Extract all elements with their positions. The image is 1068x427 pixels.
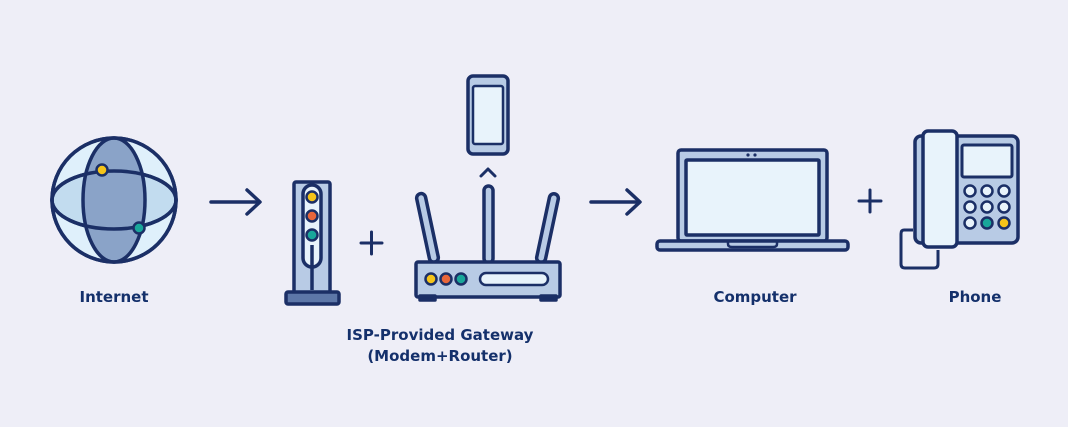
plus-2 — [857, 188, 883, 214]
arrow-2 — [589, 188, 642, 216]
label-gateway-line2: (Modem+Router) — [367, 347, 513, 365]
label-internet: Internet — [79, 288, 149, 306]
globe-icon — [50, 136, 178, 264]
label-computer: Computer — [713, 288, 797, 306]
router-antennas — [414, 184, 561, 265]
laptop-icon — [655, 148, 850, 252]
signal-chevron-icon — [479, 167, 497, 178]
modem-icon — [284, 180, 341, 306]
desk-phone-icon — [899, 129, 1020, 270]
label-gateway: ISP-Provided Gateway (Modem+Router) — [300, 325, 580, 367]
router-icon — [414, 184, 562, 302]
plus-1 — [359, 230, 384, 256]
keypad — [963, 184, 1011, 230]
smartphone-icon — [466, 74, 510, 156]
label-gateway-line1: ISP-Provided Gateway — [346, 326, 534, 344]
label-phone: Phone — [948, 288, 1002, 306]
arrow-1 — [209, 188, 262, 216]
